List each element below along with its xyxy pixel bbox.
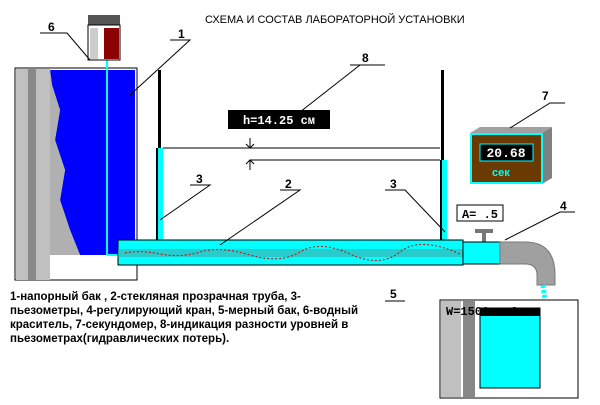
stopwatch-value: 20.68 [486, 146, 525, 161]
glass-pipe [117, 239, 464, 266]
pressure-tank [14, 60, 138, 281]
dye-container [87, 15, 121, 61]
valve-opening-box [456, 204, 504, 222]
piezometer-1 [156, 70, 163, 242]
stopwatch [470, 127, 552, 184]
callout-7: 7 [542, 89, 549, 103]
callout-1: 1 [178, 27, 185, 41]
outlet-elbow [499, 241, 556, 286]
valve-opening-value: A= .5 [462, 208, 498, 222]
volume-label: W=1500 см3 [446, 305, 518, 319]
callout-2: 2 [285, 177, 292, 191]
callout-5: 5 [390, 287, 397, 301]
callout-3-left: 3 [196, 172, 203, 186]
valve[interactable] [462, 229, 504, 265]
head-loss-value: h=14.25 см [243, 114, 315, 128]
measuring-tank [439, 299, 579, 399]
legend-text: 1-напорный бак , 2-стекляная прозрачная … [10, 291, 359, 345]
callout-lines [40, 32, 575, 302]
callout-3-right: 3 [390, 177, 397, 191]
callout-4: 4 [560, 199, 567, 213]
callout-6: 6 [48, 20, 55, 34]
level-difference-arrows [245, 138, 255, 170]
piezometer-2 [440, 70, 447, 242]
stopwatch-unit: сек [492, 167, 510, 179]
callout-8: 8 [362, 51, 369, 65]
diagram-title: СХЕМА И СОСТАВ ЛАБОРАТОРНОЙ УСТАНОВКИ [205, 13, 465, 26]
head-loss-box [228, 110, 330, 129]
